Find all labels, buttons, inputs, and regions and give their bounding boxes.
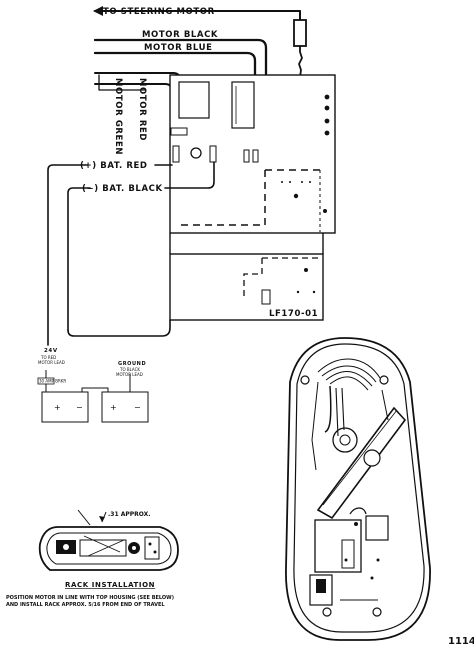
rack-note-1: POSITION MOTOR IN LINE WITH TOP HOUSING … (6, 595, 174, 601)
ground-note-2: MOTOR LEAD (116, 372, 143, 377)
mount-hole (322, 607, 332, 617)
ground-label: GROUND (118, 361, 146, 367)
battery-1 (41, 391, 89, 423)
motor-black-label: MOTOR BLACK (142, 30, 218, 40)
bat-black-label: (−) BAT. BLACK (82, 184, 163, 194)
control-board (169, 74, 336, 234)
battery-2-plus: + (110, 403, 117, 412)
motor-blue-label: MOTOR BLUE (144, 43, 213, 53)
mount-hole (372, 607, 382, 617)
motor-housing-top-view (285, 337, 431, 641)
ground-note-1: TO BLACK (119, 367, 140, 372)
battery-lead-wires (47, 161, 215, 346)
breaker-label: 30 AMP BRKR (39, 379, 66, 384)
relay-left (178, 81, 210, 119)
mount-hole (379, 375, 389, 385)
motor-green-label: MOTOR GREEN (113, 78, 123, 155)
supply-24v-label: 24V (44, 348, 58, 354)
battery-1-plus: + (54, 403, 61, 412)
supply-24v-note-1: TO RED (40, 355, 56, 360)
rack-note-2: AND INSTALL RACK APPROX. 5/16 FROM END O… (6, 602, 165, 608)
board-model-label: LF170-01 (269, 309, 318, 319)
supply-24v-note-2: MOTOR LEAD (38, 360, 65, 365)
mount-hole (300, 375, 310, 385)
terminal-post (190, 147, 202, 159)
inline-connector (293, 19, 307, 47)
relay-right (231, 81, 255, 129)
power-board (169, 233, 324, 321)
motor-red-label: MOTOR RED (137, 78, 147, 141)
battery-2-minus: − (134, 403, 141, 412)
steering-motor (316, 406, 407, 520)
rack-installation-detail (38, 509, 179, 571)
battery-2 (101, 391, 149, 423)
page-number: 1114 (448, 636, 474, 647)
rack-title: RACK INSTALLATION (65, 581, 155, 589)
battery-1-minus: − (76, 403, 83, 412)
bat-red-label: (+) BAT. RED (80, 161, 148, 171)
battery-bank (37, 370, 149, 423)
approx-label: .31 APPROX. (108, 511, 151, 518)
to-steering-motor-label: TO STEERING MOTOR (103, 7, 215, 17)
